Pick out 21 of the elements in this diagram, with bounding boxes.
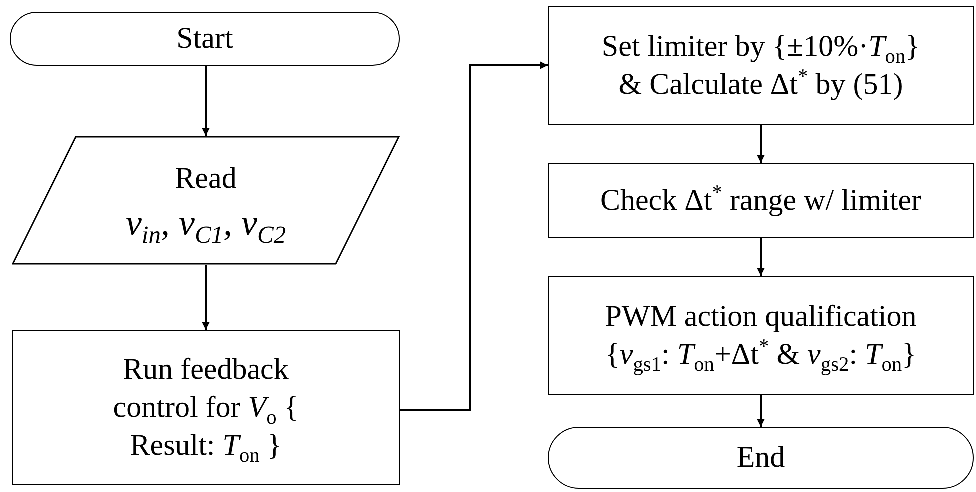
process-box [548,276,974,395]
node-text: v$_{in}$, v$_{C1}$, v$_{C2}$ [126,204,286,242]
terminal-shape [10,12,400,66]
process-box [548,6,974,125]
node-text: Check Δt$^{*}$ range w/ limiter [600,182,922,218]
node-text: PWM action qualification [605,298,917,334]
arrow [757,238,765,276]
node-text: Set limiter by {±10%·T$_{on}$} & Calculate Δt$^{*}$ by (51) [600,28,922,102]
process-box [12,330,400,485]
node-text: End [736,440,786,476]
node-text: Read [175,160,237,196]
arrow [202,265,210,330]
node-text: Run feedback control for V$_{o}$ { Result: T$_{on}$ } [112,352,300,464]
node-text: {v$_{gs1}$: T$_{on}$+Δt$^{*}$ & v$_{gs2}$: T$_{on}$} [605,336,917,374]
arrow [757,395,765,427]
arrow [202,66,210,136]
node-text: Start [176,21,234,57]
process-box [548,163,974,238]
arrow [757,125,765,163]
arrow [400,62,548,412]
input-parallelogram [12,136,400,265]
